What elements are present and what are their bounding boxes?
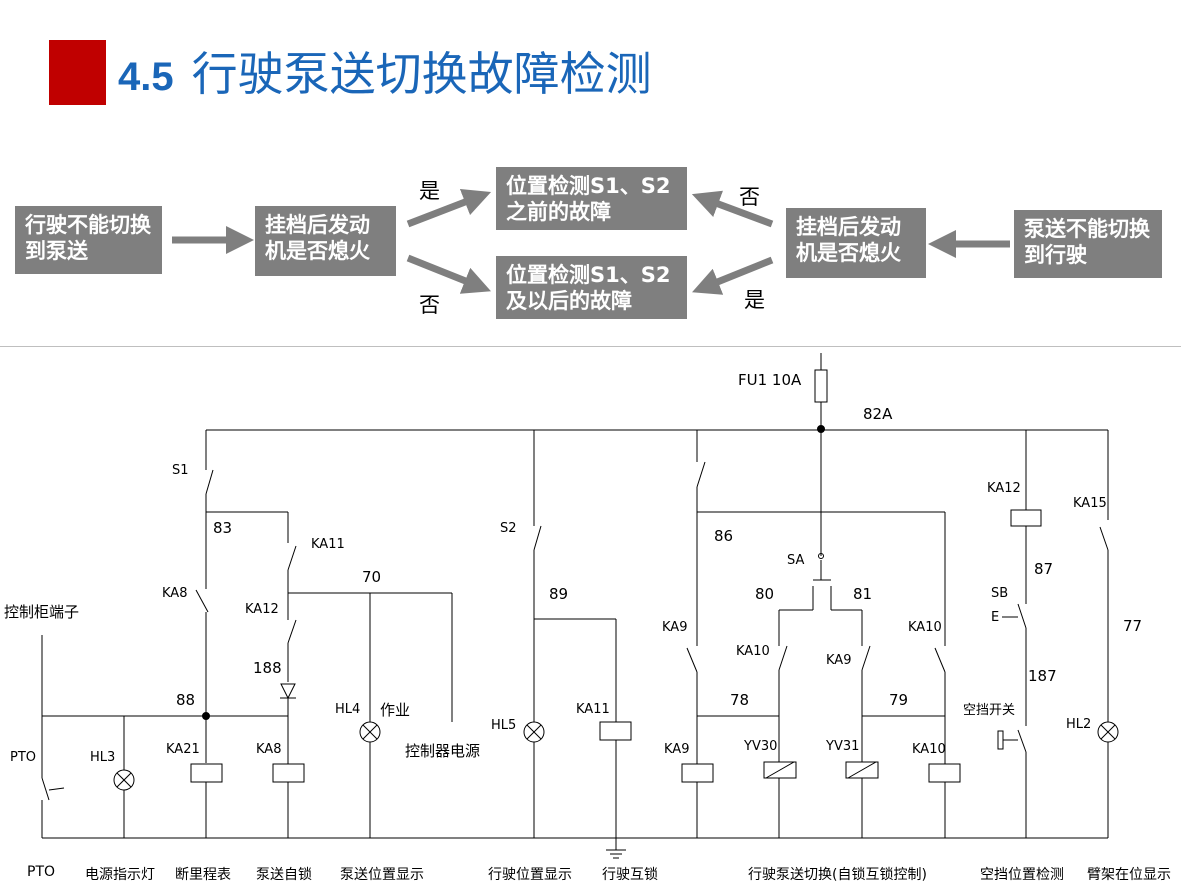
label-ka12-coil: KA12 <box>987 481 1021 496</box>
label-hl5: HL5 <box>491 718 517 733</box>
label-no-bottom-left: 否 <box>419 293 440 317</box>
label-ka8-switch: KA8 <box>162 586 188 601</box>
arrow-right-decision-to-bottom <box>692 256 774 295</box>
bottom-label-pump-latch: 泵送自锁 <box>256 867 312 883</box>
section-divider <box>0 346 1181 347</box>
label-fuse: FU1 10A <box>738 371 802 389</box>
arrow-decision-to-bottom <box>406 254 491 294</box>
label-sa: SA <box>787 553 805 568</box>
coil-ka12 <box>1010 509 1042 527</box>
flow-box-right-start: 泵送不能切换到行驶 <box>1014 210 1162 278</box>
coil-yv30 <box>763 761 797 779</box>
arrow-decision-to-top <box>406 188 492 228</box>
label-ka9-switch-mid: KA9 <box>826 653 852 668</box>
coil-ka21 <box>190 763 223 783</box>
switch-ka11 <box>287 545 297 571</box>
label-yes-bottom-right: 是 <box>744 288 765 312</box>
flowchart-arrows <box>172 188 1010 295</box>
label-ka11-coil: KA11 <box>576 702 610 717</box>
label-ka9-coil: KA9 <box>664 742 690 757</box>
flow-box-left-decision: 挂档后发动机是否熄火 <box>255 206 396 276</box>
label-hl4: HL4 <box>335 702 361 717</box>
switch-ka8 <box>195 589 209 613</box>
coil-ka11 <box>599 721 632 741</box>
bottom-label-drive-position: 行驶位置显示 <box>488 867 572 883</box>
bottom-label-pump-position: 泵送位置显示 <box>340 867 424 883</box>
arrow-right-decision-to-top <box>691 190 774 228</box>
node-87: 87 <box>1034 560 1054 578</box>
label-work: 作业 <box>380 701 411 719</box>
coil-ka8 <box>272 763 305 783</box>
node-80: 80 <box>755 585 775 603</box>
bottom-label-drive-interlock: 行驶互锁 <box>602 867 658 883</box>
label-yes-top-left: 是 <box>419 179 440 203</box>
flow-box-top-result: 位置检测S1、S2之前的故障 <box>496 167 687 230</box>
flow-box-right-decision: 挂档后发动机是否熄火 <box>786 208 926 278</box>
label-ka8-coil: KA8 <box>256 742 282 757</box>
switch-main-right <box>696 461 706 488</box>
switch-neutral <box>1017 729 1027 753</box>
bottom-label-power-indicator: 电源指示灯 <box>85 867 155 883</box>
switch-ka10-mid <box>778 645 788 671</box>
node-82a: 82A <box>863 405 893 423</box>
node-81: 81 <box>853 585 873 603</box>
section-number: 4.5 <box>118 55 174 99</box>
label-controller-power: 控制器电源 <box>405 742 481 760</box>
node-70: 70 <box>362 568 382 586</box>
label-ka10-switch-right: KA10 <box>908 620 942 635</box>
flow-box-left-start: 行驶不能切换到泵送 <box>15 206 162 274</box>
label-ka21: KA21 <box>166 742 200 757</box>
switch-ka12 <box>287 619 297 644</box>
bottom-label-pto: PTO <box>27 864 56 880</box>
node-86: 86 <box>714 527 734 545</box>
label-cabinet-terminal: 控制柜端子 <box>4 603 80 621</box>
node-89: 89 <box>549 585 569 603</box>
label-e: E <box>991 610 1000 625</box>
title-accent-block <box>49 40 106 105</box>
label-ka10-coil: KA10 <box>912 742 946 757</box>
switch-ka10-right <box>934 647 946 673</box>
fuse-fu1 <box>814 369 828 403</box>
switch-ka15 <box>1099 526 1109 551</box>
label-sb: SB <box>991 586 1009 601</box>
node-88: 88 <box>176 691 196 709</box>
node-77: 77 <box>1123 617 1143 635</box>
label-ka12-switch: KA12 <box>245 602 279 617</box>
node-78: 78 <box>730 691 750 709</box>
label-neutral-switch: 空挡开关 <box>963 703 1016 718</box>
node-79: 79 <box>889 691 909 709</box>
title-text: 行驶泵送切换故障检测 <box>191 47 652 101</box>
switch-sb <box>1017 603 1027 629</box>
coil-ka9 <box>681 763 714 783</box>
label-ka9-switch-left: KA9 <box>662 620 688 635</box>
node-83: 83 <box>213 519 233 537</box>
label-hl2: HL2 <box>1066 717 1092 732</box>
label-ka11-left: KA11 <box>311 537 345 552</box>
label-ka15: KA15 <box>1073 496 1107 511</box>
switch-ka9-mid <box>861 645 871 671</box>
label-s2: S2 <box>500 521 517 536</box>
bottom-label-switchover: 行驶泵送切换(自锁互锁控制) <box>748 867 927 883</box>
label-yv30: YV30 <box>744 739 778 754</box>
label-ka10-switch-mid: KA10 <box>736 644 770 659</box>
label-hl3: HL3 <box>90 750 116 765</box>
switch-s1 <box>205 469 214 495</box>
node-187: 187 <box>1028 667 1057 685</box>
label-yv31: YV31 <box>826 739 860 754</box>
bottom-label-odometer: 断里程表 <box>175 867 231 883</box>
diode-188 <box>280 683 296 700</box>
label-s1: S1 <box>172 463 189 478</box>
flow-box-bottom-result: 位置检测S1、S2及以后的故障 <box>496 256 687 319</box>
coil-ka10 <box>928 763 961 783</box>
switch-pto <box>41 777 50 801</box>
label-pto-switch: PTO <box>10 750 37 765</box>
page-title: 4.5 行驶泵送切换故障检测 <box>118 44 652 104</box>
bottom-label-neutral-detect: 空挡位置检测 <box>980 867 1064 883</box>
bottom-label-boom-position: 臂架在位显示 <box>1087 867 1171 883</box>
switch-s2 <box>533 525 542 551</box>
switch-ka9-left <box>686 647 698 673</box>
node-188: 188 <box>253 659 282 677</box>
label-no-top-right: 否 <box>739 185 760 209</box>
